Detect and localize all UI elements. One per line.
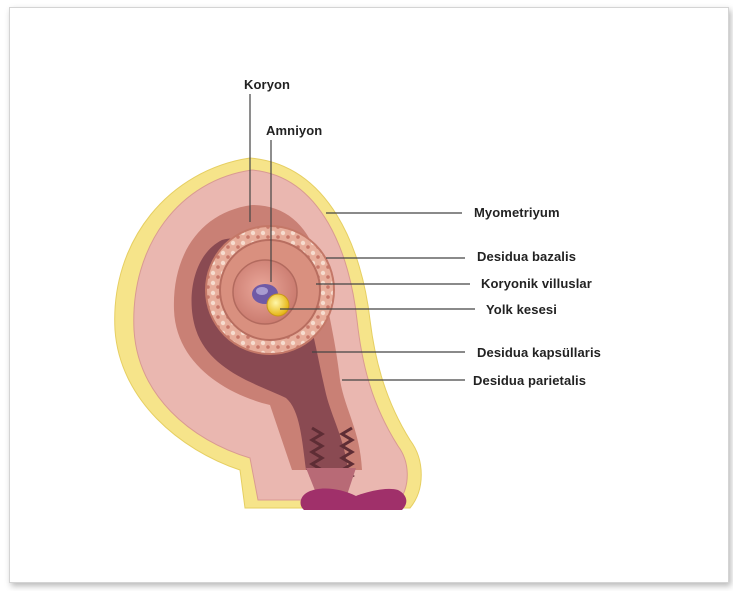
- yolk-sac: [267, 294, 289, 316]
- label-desidua-bazalis: Desidua bazalis: [477, 249, 576, 264]
- label-myometriyum: Myometriyum: [474, 205, 560, 220]
- label-amniyon: Amniyon: [266, 123, 322, 138]
- label-koryon: Koryon: [244, 77, 290, 92]
- label-koryonik-villuslar: Koryonik villuslar: [481, 276, 592, 291]
- label-desidua-parietalis: Desidua parietalis: [473, 373, 586, 388]
- label-desidua-kapsularis: Desidua kapsüllaris: [477, 345, 601, 360]
- label-yolk-kesesi: Yolk kesesi: [486, 302, 557, 317]
